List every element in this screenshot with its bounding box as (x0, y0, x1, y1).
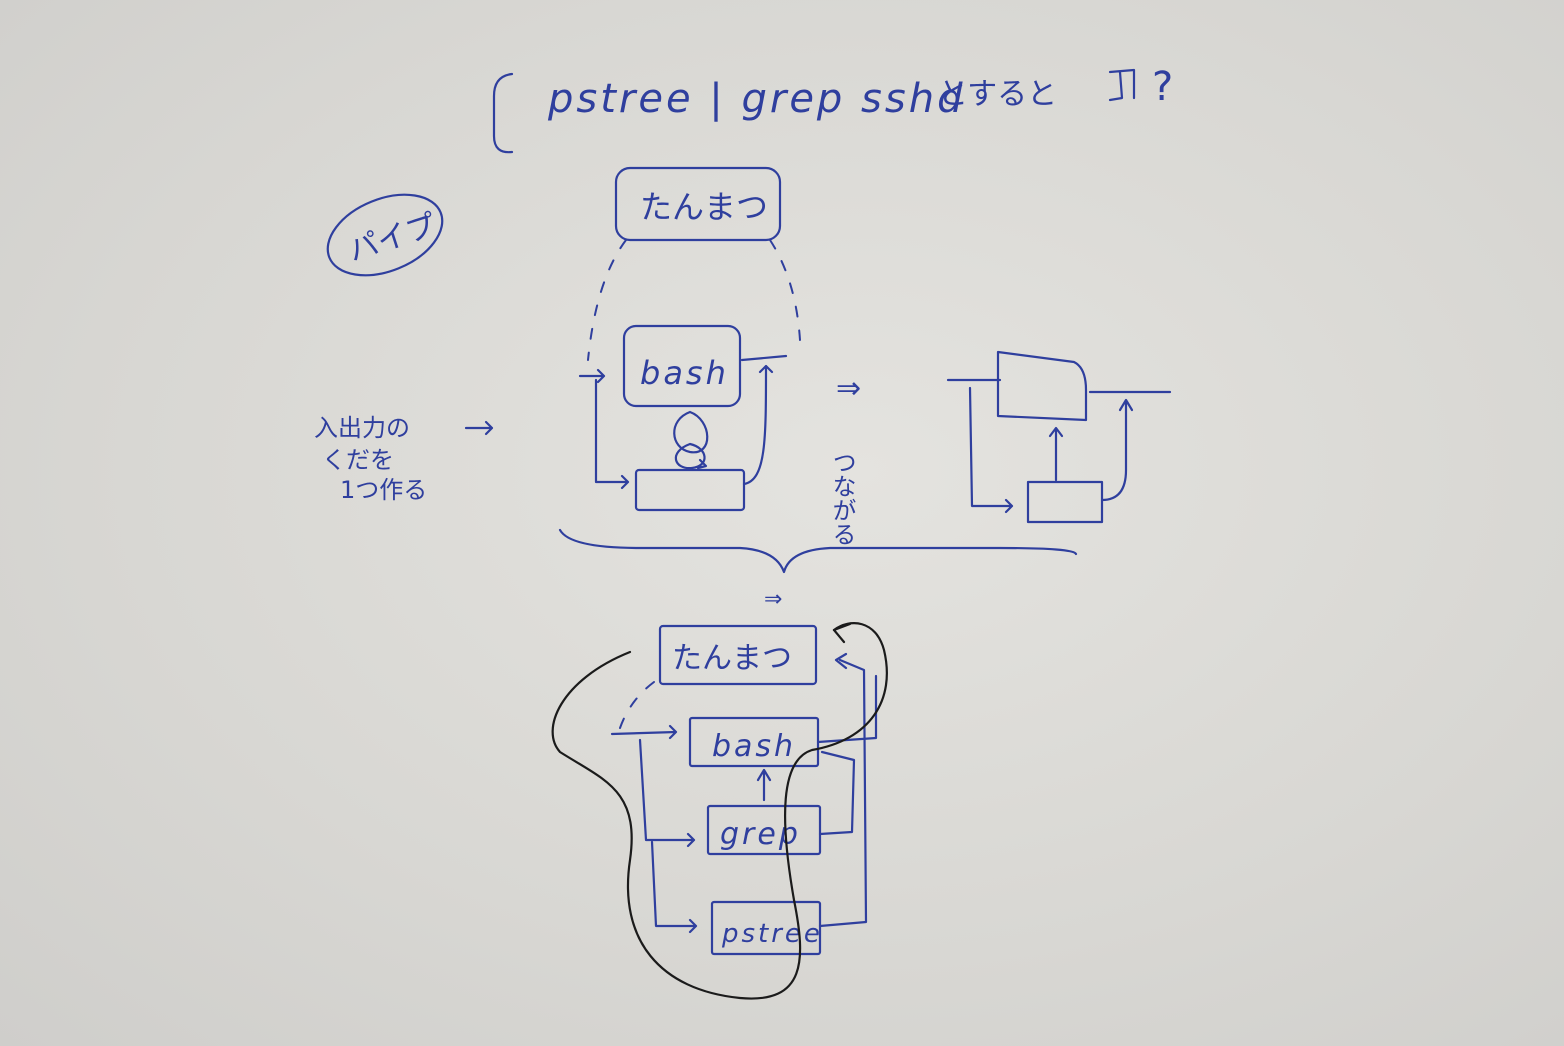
brace-implies: ⇒ (764, 587, 782, 612)
bottom-terminal-box (658, 624, 818, 686)
top-input-line (578, 368, 630, 490)
top-pipe-box (634, 468, 746, 512)
bottom-input-arrow-bash (610, 724, 678, 740)
left-note-line-3: 1つ作る (340, 476, 427, 504)
title-command: pstree | grep sshd (547, 76, 965, 122)
big-brace (558, 528, 1078, 574)
title-bracket-left (492, 72, 514, 154)
title-question-mark: ? (1152, 64, 1173, 110)
top-terminal-label: たんまつ (640, 188, 768, 226)
right-up-arrow (1048, 426, 1064, 482)
right-io-lines (946, 378, 1172, 394)
right-lower-box (1026, 480, 1104, 524)
connect-note: つながる (828, 450, 856, 546)
top-bash-box (622, 324, 742, 408)
bottom-pstree-box (710, 900, 822, 956)
bottom-dashed-line (619, 681, 655, 729)
left-note-line-2: くだを (322, 446, 394, 474)
black-loop-arrowhead (832, 622, 852, 644)
top-output-line (740, 354, 788, 486)
bottom-pstree-label: pstree (721, 919, 823, 949)
top-bash-label: bash (640, 354, 729, 392)
grep-to-bash-arrow (756, 768, 772, 802)
top-terminal-box (614, 166, 782, 242)
implies-arrow: ⇒ (836, 371, 861, 406)
bottom-input-arrow-pstree (650, 840, 698, 934)
bottom-terminal-label: たんまつ (672, 641, 792, 676)
fork-loop-top (673, 410, 709, 454)
title-suffix: とすると (938, 77, 1057, 112)
top-dashed-right (769, 239, 801, 341)
pipe-bubble-label: パイプ (344, 208, 440, 269)
left-note-line-1: 入出力の (314, 414, 410, 442)
title-bracket-right (1108, 68, 1136, 102)
bottom-output-line-bash (816, 674, 878, 744)
black-loop-stroke (551, 622, 888, 1000)
bottom-grep-label: grep (720, 817, 801, 852)
top-dashed-left (587, 239, 627, 361)
right-output-line (1100, 398, 1134, 502)
right-upper-box (996, 350, 1088, 422)
right-input-line (968, 386, 1014, 514)
pipe-bubble (326, 193, 444, 277)
fork-loop-bottom (674, 442, 708, 470)
bottom-input-arrow-grep (638, 738, 696, 848)
bottom-bash-label: bash (712, 729, 796, 764)
bottom-output-line-pstree (818, 652, 868, 928)
bottom-output-line-grep (818, 750, 856, 836)
left-note-arrow (464, 420, 494, 436)
bottom-grep-box (706, 804, 822, 856)
